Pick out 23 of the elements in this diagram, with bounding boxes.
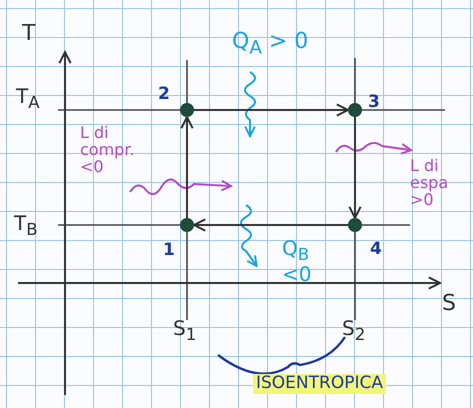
heat-label: Q$_{A}$ > 0	[232, 30, 308, 58]
cycle-point	[348, 103, 362, 117]
point-number: 4	[370, 241, 382, 258]
cycle-point	[180, 218, 194, 232]
cycle-arrow	[194, 103, 349, 117]
cycle-point	[348, 218, 362, 232]
axis-tick-label: S$_{1}$	[173, 318, 196, 344]
axis-label: T	[22, 22, 36, 46]
axis-label: S	[442, 292, 456, 316]
cycle-arrow	[348, 117, 362, 219]
cycle-point	[180, 103, 194, 117]
axis-tick-label: S$_{2}$	[342, 318, 366, 344]
axis-tick-label: T$_{A}$	[16, 86, 40, 112]
axis-tick-label: T$_{B}$	[14, 213, 38, 238]
process-label: ISOENTROPICA	[253, 374, 386, 394]
work-label: L di espa >0	[410, 158, 450, 208]
point-number: 1	[163, 242, 175, 259]
point-number: 2	[158, 86, 170, 103]
cycle-arrow	[193, 218, 348, 232]
work-label: L di compr. <0	[80, 125, 136, 176]
cycle-arrow	[180, 116, 194, 218]
point-number: 3	[368, 94, 380, 111]
heat-label: Q$_{B}$ <0	[282, 238, 312, 284]
